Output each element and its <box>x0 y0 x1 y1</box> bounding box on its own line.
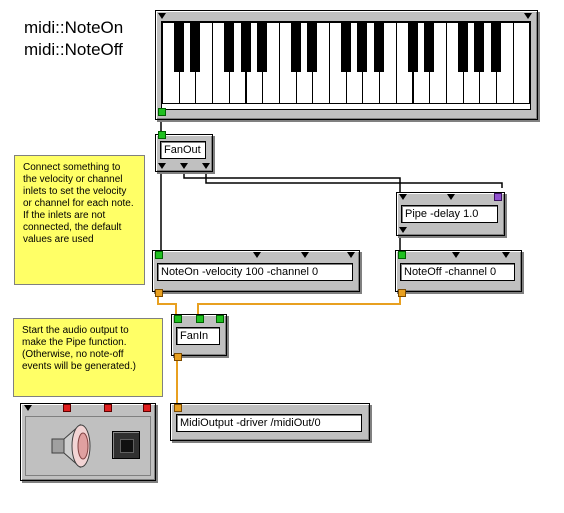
black-key[interactable] <box>257 22 268 72</box>
black-key[interactable] <box>190 22 201 72</box>
inlet-arrow-icon <box>301 252 309 258</box>
keyboard-outlet[interactable] <box>158 108 166 116</box>
black-key[interactable] <box>374 22 385 72</box>
fanin-inlet-3[interactable] <box>216 315 224 323</box>
piano-keyboard[interactable] <box>161 21 531 110</box>
pipe-label[interactable]: Pipe -delay 1.0 <box>401 205 498 223</box>
inlet-arrow-icon <box>253 252 261 258</box>
white-key[interactable] <box>512 22 531 104</box>
audio-inlet[interactable] <box>143 404 151 412</box>
black-key[interactable] <box>424 22 435 72</box>
black-key[interactable] <box>240 22 251 72</box>
audio-inlet[interactable] <box>104 404 112 412</box>
black-key[interactable] <box>474 22 485 72</box>
velocity-note: Connect something to the velocity or cha… <box>14 155 145 285</box>
fanin-node[interactable]: FanIn <box>171 314 227 361</box>
fanout-label[interactable]: FanOut <box>160 141 206 159</box>
audio-note: Start the audio output to make the Pipe … <box>13 318 163 397</box>
black-key[interactable] <box>290 22 301 72</box>
black-key[interactable] <box>357 22 368 72</box>
pipe-inlet-purple[interactable] <box>494 193 502 201</box>
inlet-arrow-icon <box>502 252 510 258</box>
outlet-arrow-icon <box>399 227 407 233</box>
inlet-arrow-icon <box>158 13 166 19</box>
noteoff-node[interactable]: NoteOff -channel 0 <box>395 250 522 297</box>
fanout-node[interactable]: FanOut <box>155 131 213 172</box>
inlet-arrow-icon <box>447 194 455 200</box>
inlet-arrow-icon <box>24 405 32 411</box>
inlet-arrow-icon <box>524 13 532 19</box>
title-noteoff: midi::NoteOff <box>24 40 123 59</box>
noteon-inlet[interactable] <box>155 251 163 259</box>
black-key[interactable] <box>307 22 318 72</box>
fanin-inlet-2[interactable] <box>196 315 204 323</box>
outlet-arrow-icon <box>158 163 166 169</box>
fanin-label[interactable]: FanIn <box>176 327 220 345</box>
black-key[interactable] <box>340 22 351 72</box>
noteon-outlet[interactable] <box>155 289 163 297</box>
noteoff-label[interactable]: NoteOff -channel 0 <box>400 263 515 281</box>
audio-inlet[interactable] <box>63 404 71 412</box>
black-key[interactable] <box>407 22 418 72</box>
fanout-inlet[interactable] <box>158 131 166 139</box>
midioutput-node[interactable]: MidiOutput -driver /midiOut/0 <box>170 403 370 441</box>
black-key[interactable] <box>457 22 468 72</box>
inlet-arrow-icon <box>399 194 407 200</box>
noteon-label[interactable]: NoteOn -velocity 100 -channel 0 <box>157 263 353 281</box>
fanin-inlet-1[interactable] <box>174 315 182 323</box>
midioutput-inlet[interactable] <box>174 404 182 412</box>
audio-output-node[interactable] <box>20 403 156 481</box>
power-button-icon[interactable] <box>112 431 140 459</box>
noteoff-inlet[interactable] <box>398 251 406 259</box>
speaker-icon <box>51 423 91 469</box>
inlet-arrow-icon <box>452 252 460 258</box>
midioutput-label[interactable]: MidiOutput -driver /midiOut/0 <box>176 414 362 432</box>
audio-panel <box>25 416 151 476</box>
noteon-node[interactable]: NoteOn -velocity 100 -channel 0 <box>152 250 360 297</box>
outlet-arrow-icon <box>180 163 188 169</box>
black-key[interactable] <box>173 22 184 72</box>
pipe-node[interactable]: Pipe -delay 1.0 <box>396 192 505 236</box>
fanin-outlet[interactable] <box>174 353 182 361</box>
outlet-arrow-icon <box>202 163 210 169</box>
keyboard-node[interactable] <box>155 10 538 120</box>
black-key[interactable] <box>223 22 234 72</box>
title-noteon: midi::NoteOn <box>24 18 124 37</box>
inlet-arrow-icon <box>347 252 355 258</box>
noteoff-outlet[interactable] <box>398 289 406 297</box>
black-key[interactable] <box>491 22 501 72</box>
